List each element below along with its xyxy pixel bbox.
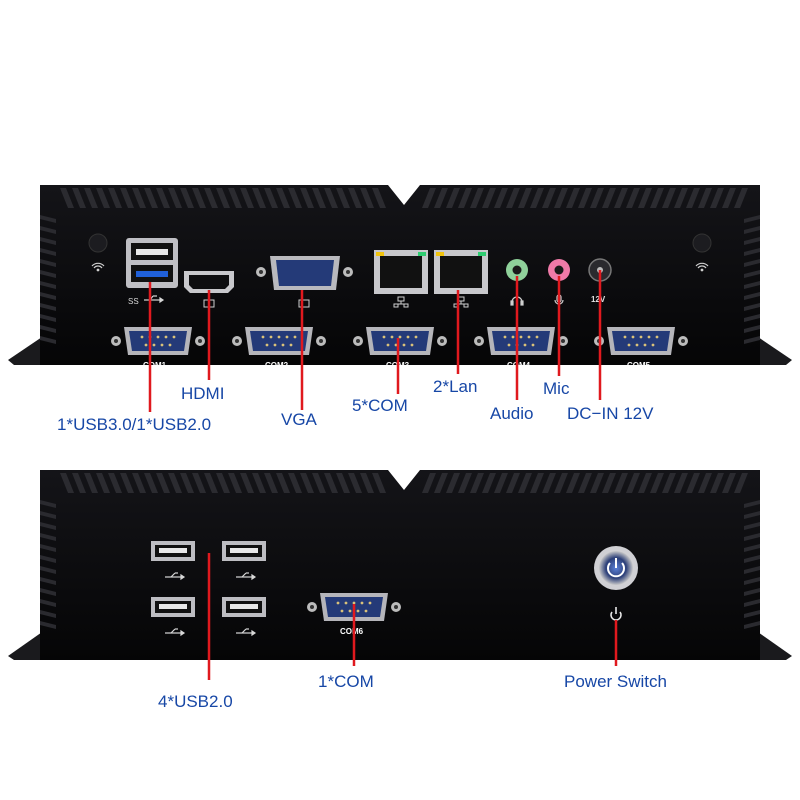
- com2-label: COM2: [265, 361, 289, 370]
- front-leader-lines: [207, 553, 618, 680]
- front-chassis: [40, 470, 760, 660]
- usb2-port: [222, 541, 266, 561]
- heatsink-fins-side: [40, 500, 760, 629]
- com1-port: [111, 327, 205, 355]
- callout-usb-rear: 1*USB3.0/1*USB2.0: [57, 415, 212, 434]
- callout-vga: VGA: [281, 410, 317, 429]
- ethernet-icon: [393, 296, 409, 308]
- front-panel: COM6: [8, 470, 792, 660]
- mic-jack: [548, 259, 570, 281]
- usb2-port: [222, 597, 266, 617]
- heatsink-fins-top: [60, 473, 748, 493]
- svg-text:SS: SS: [128, 297, 139, 306]
- callout-lan: 2*Lan: [433, 377, 478, 396]
- callout-audio: Audio: [490, 404, 534, 423]
- wifi-icon: [695, 262, 709, 272]
- com6-label: COM6: [340, 627, 364, 636]
- com5-label: COM5: [627, 361, 651, 370]
- audio-jack: [506, 259, 528, 281]
- usb-icon: [165, 628, 186, 637]
- callout-power-switch: Power Switch: [564, 672, 667, 691]
- com4-port: [474, 327, 568, 355]
- power-icon: [607, 558, 625, 578]
- antenna-hole-right: [692, 233, 712, 253]
- callout-1-com: 1*COM: [318, 672, 374, 691]
- usb-icon: [236, 628, 257, 637]
- usb2-port: [151, 597, 195, 617]
- com5-port: [594, 327, 688, 355]
- com4-label: COM4: [507, 361, 531, 370]
- callout-hdmi: HDMI: [181, 384, 225, 403]
- right-mount-flange: [755, 630, 792, 660]
- power-button[interactable]: [594, 546, 638, 590]
- left-mount-flange: [8, 335, 45, 365]
- rear-leader-lines: [148, 270, 602, 412]
- vga-port: [256, 256, 353, 290]
- com3-port: [353, 327, 447, 355]
- com1-label: COM1: [143, 361, 167, 370]
- hdmi-port: [184, 271, 234, 293]
- heatsink-fins-side: [40, 215, 760, 344]
- usb2-port: [151, 541, 195, 561]
- com2-port: [232, 327, 326, 355]
- vga-icon: [298, 299, 310, 308]
- dc-voltage-marking: 12V: [591, 295, 606, 304]
- usb-icon: [165, 572, 186, 581]
- usb-icon: [236, 572, 257, 581]
- callout-mic: Mic: [543, 379, 570, 398]
- callout-dc-in: DC−IN 12V: [567, 404, 654, 423]
- lan-port-2: [434, 250, 488, 294]
- heatsink-fins-top: [60, 188, 748, 208]
- wifi-icon: [91, 262, 105, 272]
- callout-usb-front: 4*USB2.0: [158, 692, 233, 711]
- left-mount-flange: [8, 630, 45, 660]
- antenna-hole-left: [88, 233, 108, 253]
- rear-panel: SS: [8, 185, 792, 370]
- callout-5-com: 5*COM: [352, 396, 408, 415]
- right-mount-flange: [755, 335, 792, 365]
- lan-port-1: [374, 250, 428, 294]
- usb-port-stack: [126, 238, 178, 288]
